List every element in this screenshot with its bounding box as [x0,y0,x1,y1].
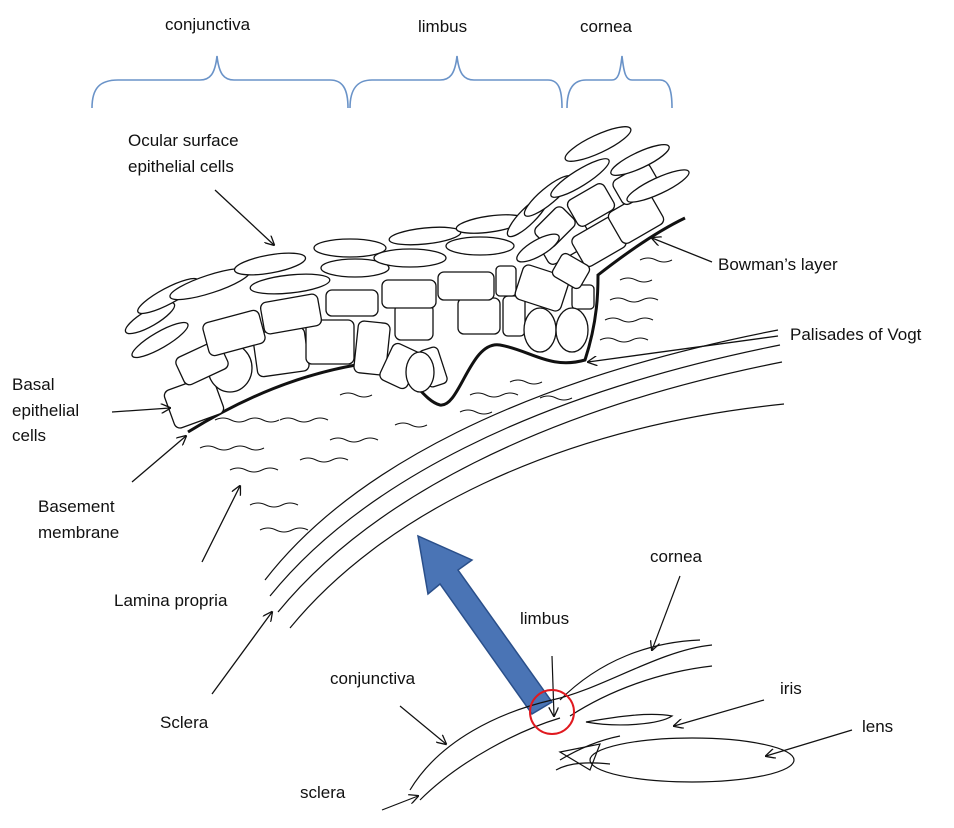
inset-limbus-arrow [552,656,554,716]
inset-lens [590,738,794,782]
bowman-arrow [652,238,712,262]
inset-label-iris: iris [780,676,802,702]
limbus-bracket [350,56,562,108]
basal-arrow [112,408,170,412]
label-basement-membrane: Basement membrane [38,494,119,545]
inset-label-lens: lens [862,714,893,740]
label-palisades-of-vogt: Palisades of Vogt [790,322,921,348]
inset-iris [586,714,672,724]
region-label-cornea: cornea [580,14,632,40]
inset-label-cornea: cornea [650,544,702,570]
label-arrows [112,190,778,694]
basement-arrow [132,436,186,482]
inset-cornea-arrow [652,576,680,650]
sclera-arrow [212,612,272,694]
conjunctiva-bracket [92,56,348,108]
inset-label-limbus: limbus [520,606,569,632]
label-lamina-propria: Lamina propria [114,588,227,614]
lamina-arrow [202,486,240,562]
inset-label-conjunctiva: conjunctiva [330,666,415,692]
region-brackets [92,56,672,108]
cornea-bracket [567,56,672,108]
inset-conjunctiva-arrow [400,706,446,744]
ocular-surface-arrow [215,190,274,245]
label-basal-epithelial-cells: Basal epithelial cells [12,372,79,449]
region-label-limbus: limbus [418,14,467,40]
inset-iris-arrow [674,700,764,726]
inset-label-sclera: sclera [300,780,345,806]
label-sclera: Sclera [160,710,208,736]
label-bowmans-layer: Bowman’s layer [718,252,838,278]
inset-sclera-arrow [382,796,418,810]
sclera-layers [265,330,784,628]
inset-lens-arrow [766,730,852,756]
label-ocular-surface-epithelial-cells: Ocular surface epithelial cells [128,128,239,179]
region-label-conjunctiva: conjunctiva [165,12,250,38]
